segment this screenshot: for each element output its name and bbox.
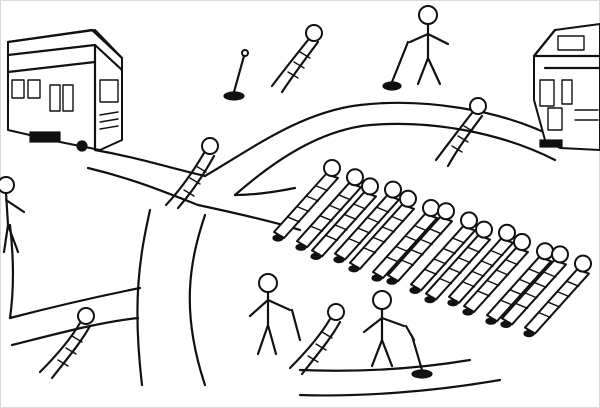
trolley-wheels bbox=[539, 139, 563, 148]
tied-person bbox=[434, 97, 487, 168]
lever-operator bbox=[362, 290, 416, 368]
tied-person bbox=[447, 223, 516, 307]
tied-person bbox=[38, 307, 95, 380]
lever-operator bbox=[382, 5, 450, 91]
track-lever bbox=[223, 49, 249, 101]
tied-person bbox=[270, 24, 323, 94]
tied-person bbox=[424, 220, 493, 304]
trolley-right bbox=[532, 23, 600, 151]
tied-person bbox=[310, 177, 379, 260]
tied-person bbox=[164, 137, 219, 210]
bystander bbox=[0, 176, 26, 254]
tied-person bbox=[348, 189, 417, 273]
tied-person bbox=[386, 202, 455, 285]
trolley-door bbox=[547, 107, 563, 131]
tied-person bbox=[371, 199, 440, 282]
trolley-front-window bbox=[539, 79, 555, 107]
tied-person bbox=[288, 303, 345, 376]
tied-person bbox=[409, 211, 478, 294]
trolley-window bbox=[561, 79, 573, 105]
tied-person bbox=[333, 180, 402, 264]
trolley-door bbox=[62, 84, 74, 112]
tied-person bbox=[462, 233, 531, 316]
trolley-window bbox=[11, 79, 25, 99]
tied-person bbox=[500, 245, 569, 328]
trolley-window bbox=[557, 35, 585, 51]
trolley-left bbox=[6, 28, 124, 152]
tied-person bbox=[272, 159, 341, 242]
tied-person bbox=[485, 242, 554, 325]
trolley-window bbox=[27, 79, 41, 99]
track-lever bbox=[410, 334, 433, 379]
tied-group bbox=[272, 159, 592, 338]
trolley-front-window bbox=[99, 79, 119, 103]
trolley-wheel bbox=[76, 140, 88, 152]
trolley-door bbox=[49, 84, 61, 112]
tied-person bbox=[295, 168, 364, 251]
trolley-wheels bbox=[29, 131, 61, 143]
lever-operator bbox=[248, 273, 302, 356]
tied-person bbox=[523, 254, 592, 338]
